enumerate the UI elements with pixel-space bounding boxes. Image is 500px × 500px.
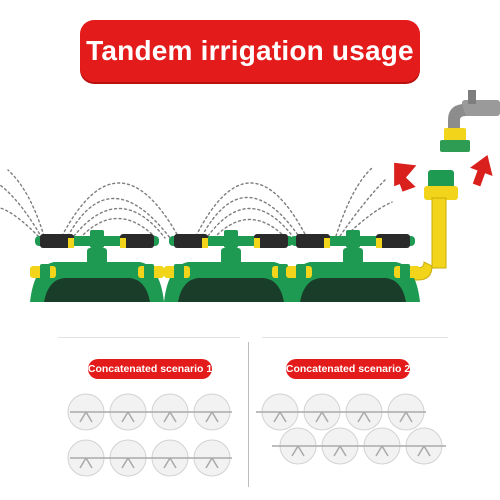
sprinkler-illustration: [0, 90, 500, 302]
scenario-1-label: Concatenated scenario 1: [88, 359, 212, 379]
page-title: Tandem irrigation usage: [86, 35, 414, 66]
center-divider: [248, 342, 249, 487]
scenario-2-label: Concatenated scenario 2: [286, 359, 410, 379]
sprinkler-icon: [30, 230, 420, 302]
scenario-1-diagram: [67, 393, 232, 477]
left-separator: [58, 337, 240, 338]
arrow-up-icon: [394, 154, 493, 192]
scenario-2-diagram: [256, 393, 446, 465]
water-spray: [0, 167, 393, 241]
title-banner: Tandem irrigation usage: [80, 20, 420, 82]
right-separator: [262, 337, 448, 338]
faucet-icon: [440, 90, 500, 152]
